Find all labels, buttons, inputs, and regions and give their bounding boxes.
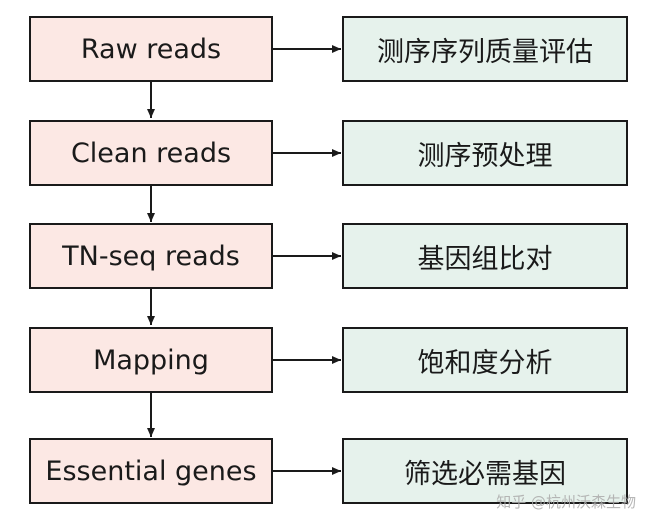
action-label: 测序预处理 — [417, 140, 553, 172]
step-box-mapping: Mapping — [29, 327, 273, 393]
action-box-preprocessing: 测序预处理 — [342, 120, 628, 186]
step-box-raw-reads: Raw reads — [29, 16, 273, 82]
action-box-saturation-analysis: 饱和度分析 — [342, 327, 628, 393]
step-label: Raw reads — [80, 33, 222, 65]
step-label: Essential genes — [45, 455, 257, 487]
step-box-clean-reads: Clean reads — [29, 120, 273, 186]
watermark: 知乎 @杭州沃森生物 — [496, 493, 636, 511]
step-label: Clean reads — [70, 137, 232, 169]
action-label: 测序序列质量评估 — [377, 36, 593, 68]
step-label: Mapping — [93, 344, 209, 376]
step-box-essential-genes: Essential genes — [29, 438, 273, 504]
action-box-genome-alignment: 基因组比对 — [342, 223, 628, 289]
step-box-tnseq-reads: TN-seq reads — [29, 223, 273, 289]
action-box-gene-screening: 筛选必需基因 — [342, 438, 628, 504]
action-label: 筛选必需基因 — [404, 458, 566, 490]
action-label: 基因组比对 — [417, 243, 553, 275]
action-label: 饱和度分析 — [417, 347, 553, 379]
action-box-quality-assessment: 测序序列质量评估 — [342, 16, 628, 82]
step-label: TN-seq reads — [62, 240, 240, 272]
